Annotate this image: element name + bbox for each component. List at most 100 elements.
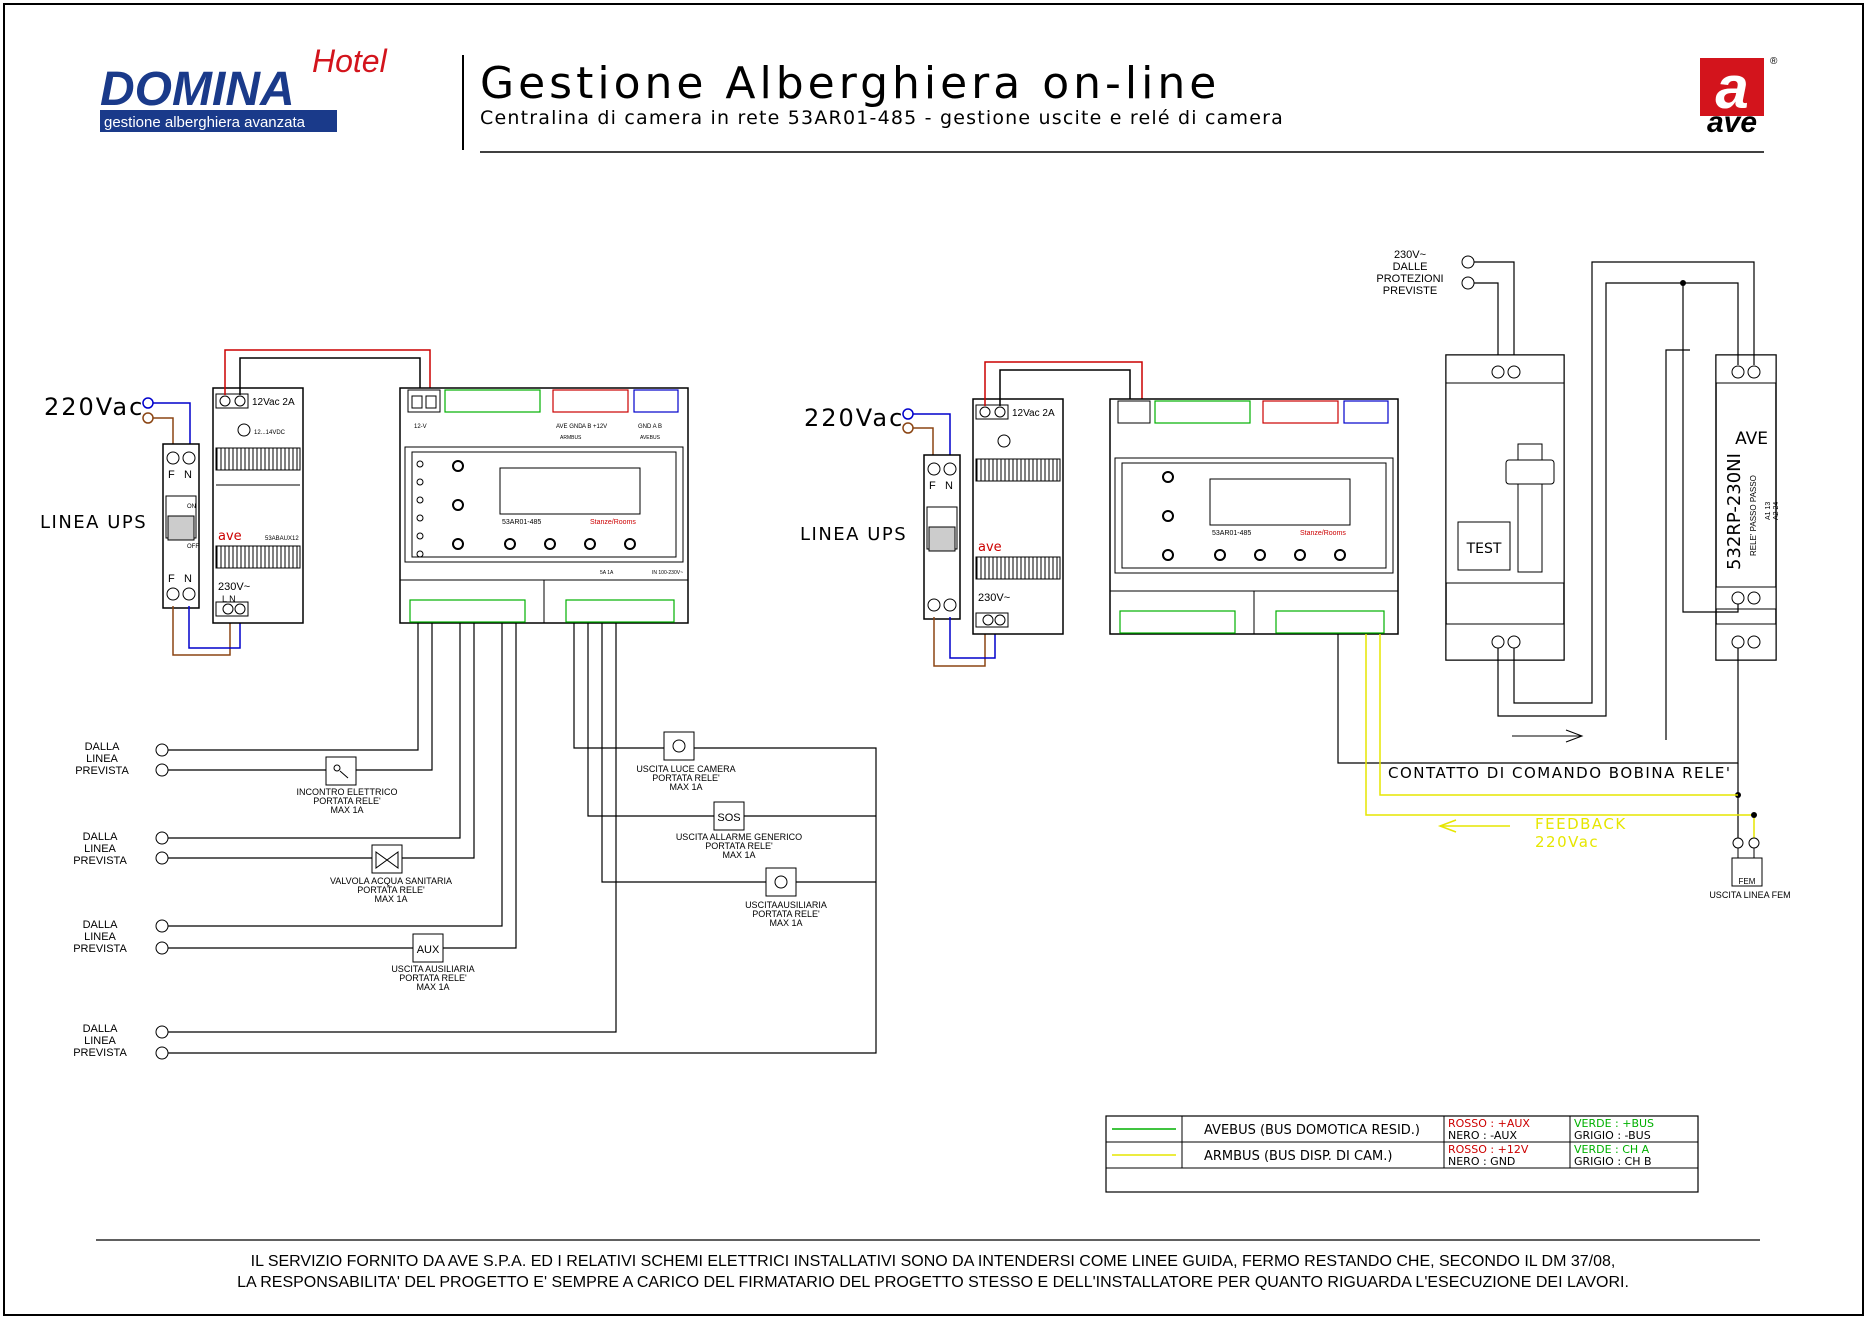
wire-left-out-3b <box>167 623 517 949</box>
left-supply-terminal-n <box>142 412 154 424</box>
incontro-label-3: MAX 1A <box>330 805 363 815</box>
left-room-unit: 12-V AVE GND A B +12V GND A B ARMBUS AVE… <box>399 387 689 624</box>
legend-row2-grigio: GRIGIO : CH B <box>1574 1155 1652 1168</box>
allarme-label-1: USCITA ALLARME GENERICO <box>676 832 802 842</box>
left-supply-label: 220Vac <box>44 393 144 421</box>
left-section: 220Vac LINEA UPS F N ON OFF F N <box>40 349 877 1060</box>
left-unit-red-terminal <box>552 389 629 413</box>
load-valvola: VALVOLA ACQUA SANITARIA PORTATA RELE' MA… <box>330 844 452 904</box>
left-unit-blue-terminal <box>633 389 679 413</box>
source-group-1: DALLA LINEA PREVISTA <box>75 741 169 777</box>
protection-line-2: DALLE <box>1393 261 1428 273</box>
legend-row1-grigio: GRIGIO : -BUS <box>1574 1129 1651 1142</box>
page-subtitle: Centralina di camera in rete 53AR01-485 … <box>480 107 1284 129</box>
contatto-label: CONTATTO DI COMANDO BOBINA RELE' <box>1388 764 1731 782</box>
sos-icon-label: SOS <box>717 812 740 824</box>
wire-feedback-b <box>1379 634 1738 796</box>
right-supply-label: 220Vac <box>804 404 904 432</box>
left-breaker: F N ON OFF F N <box>162 443 200 609</box>
feedback-label-1: FEEDBACK <box>1535 815 1627 833</box>
relay-model: 532RP-230NI <box>1724 453 1745 570</box>
rcd-lever <box>1505 459 1555 485</box>
footer-line-1: IL SERVIZIO FORNITO DA AVE S.P.A. ED I R… <box>251 1253 1616 1270</box>
feedback-label-2: 220Vac <box>1535 833 1599 851</box>
brand-script: Hotel <box>312 43 388 79</box>
legend-row1-bus: AVEBUS (BUS DOMOTICA RESID.) <box>1204 1123 1420 1138</box>
protection-line-1: 230V~ <box>1394 249 1426 261</box>
legend-row1-verde: VERDE : +BUS <box>1574 1117 1654 1130</box>
wire-left-out-7 <box>167 623 617 1033</box>
load-luce: USCITA LUCE CAMERA PORTATA RELE' MAX 1A <box>636 731 736 792</box>
right-supply-terminal-l <box>902 408 914 420</box>
wire-right-supply-n <box>913 427 934 455</box>
source-2-line-3: PREVISTA <box>73 855 127 867</box>
incontro-label-1: INCONTRO ELETTRICO <box>296 787 397 797</box>
aux-label-3: MAX 1A <box>416 982 449 992</box>
ave-logo-word: ave <box>1707 106 1757 139</box>
left-breaker-on: ON <box>187 504 196 510</box>
load-incontro: INCONTRO ELETTRICO PORTATA RELE' MAX 1A <box>296 756 398 815</box>
right-supply-terminal-n <box>902 422 914 434</box>
footer: IL SERVIZIO FORNITO DA AVE S.P.A. ED I R… <box>96 1239 1760 1291</box>
left-psu-brand: ave <box>218 529 242 544</box>
ausiliaria-label-1: USCITAAUSILIARIA <box>745 900 827 910</box>
allarme-label-3: MAX 1A <box>722 850 755 860</box>
legend-row1-nero: NERO : -AUX <box>1448 1129 1517 1142</box>
wire-protection-a <box>1474 261 1515 365</box>
wire-feedback-a <box>1365 634 1755 840</box>
source-1-terminal-a <box>155 743 169 757</box>
aux-icon-label: AUX <box>417 944 440 956</box>
left-breaker-off: OFF <box>187 544 199 550</box>
ausiliaria-label-2: PORTATA RELE' <box>752 909 820 919</box>
left-unit-green-terminal-bottom-a <box>409 599 526 623</box>
luce-label-2: PORTATA RELE' <box>652 773 720 783</box>
left-psu-adj: 12...14VDC <box>254 430 286 436</box>
left-psu-model: 53ABAUX12 <box>265 536 299 542</box>
wire-left-supply-n <box>153 417 174 444</box>
protection-terminal-b <box>1461 276 1475 290</box>
source-4-line-1: DALLA <box>83 1023 119 1035</box>
source-2-terminal-a <box>155 831 169 845</box>
left-psu: 12Vac 2A 12...14VDC ave 53ABAUX12 230V~ … <box>212 387 304 624</box>
source-2-line-1: DALLA <box>83 831 119 843</box>
luce-label-1: USCITA LUCE CAMERA <box>636 764 735 774</box>
left-unit-bus-a: ARMBUS <box>560 435 582 441</box>
left-unit-terms-c: GND A B <box>638 424 662 430</box>
load-ausiliaria: USCITAAUSILIARIA PORTATA RELE' MAX 1A <box>745 867 827 928</box>
left-breaker-f: F <box>168 469 175 481</box>
left-unit-button-down <box>452 538 464 550</box>
relay-desc-a1: A1 13 <box>1765 502 1772 520</box>
protection-terminal-a <box>1461 255 1475 269</box>
right-breaker: F N <box>923 454 961 620</box>
valvola-label-2: PORTATA RELE' <box>357 885 425 895</box>
ausiliaria-label-3: MAX 1A <box>769 918 802 928</box>
source-1-line-2: LINEA <box>86 753 118 765</box>
wire-left-out-3a <box>167 623 503 927</box>
right-unit-rooms: Stanze/Rooms <box>1300 530 1346 537</box>
test-button-label: TEST <box>1466 541 1502 557</box>
protection-line-4: PREVISTE <box>1383 285 1437 297</box>
relay-brand: AVE <box>1735 429 1768 449</box>
rcd-device: TEST <box>1445 354 1565 661</box>
right-breaker-f: F <box>929 480 936 492</box>
source-4-terminal-b <box>155 1046 169 1060</box>
incontro-label-2: PORTATA RELE' <box>313 796 381 806</box>
source-group-4: DALLA LINEA PREVISTA <box>73 1023 169 1060</box>
ave-logo: a ave ® <box>1700 54 1778 139</box>
footer-line-2: LA RESPONSABILITA' DEL PROGETTO E' SEMPR… <box>237 1274 1629 1291</box>
load-aux: AUX USCITA AUSILIARIA PORTATA RELE' MAX … <box>391 933 475 992</box>
wire-left-supply-l <box>153 402 191 444</box>
source-3-line-3: PREVISTA <box>73 943 127 955</box>
wire-protection-b <box>1474 282 1499 365</box>
left-psu-out: 12Vac 2A <box>252 397 295 408</box>
wire-left-breaker-n <box>172 606 231 656</box>
aux-label-2: PORTATA RELE' <box>399 973 467 983</box>
domina-logo: DOMINA Hotel gestione alberghiera avanza… <box>100 43 388 132</box>
source-2-line-2: LINEA <box>84 843 116 855</box>
allarme-label-2: PORTATA RELE' <box>705 841 773 851</box>
left-unit-button-up <box>452 460 464 472</box>
left-unit-rooms: Stanze/Rooms <box>590 519 636 526</box>
left-unit-green-terminal-bottom-b <box>565 599 675 623</box>
source-3-line-1: DALLA <box>83 919 119 931</box>
left-unit-button-1 <box>504 538 516 550</box>
